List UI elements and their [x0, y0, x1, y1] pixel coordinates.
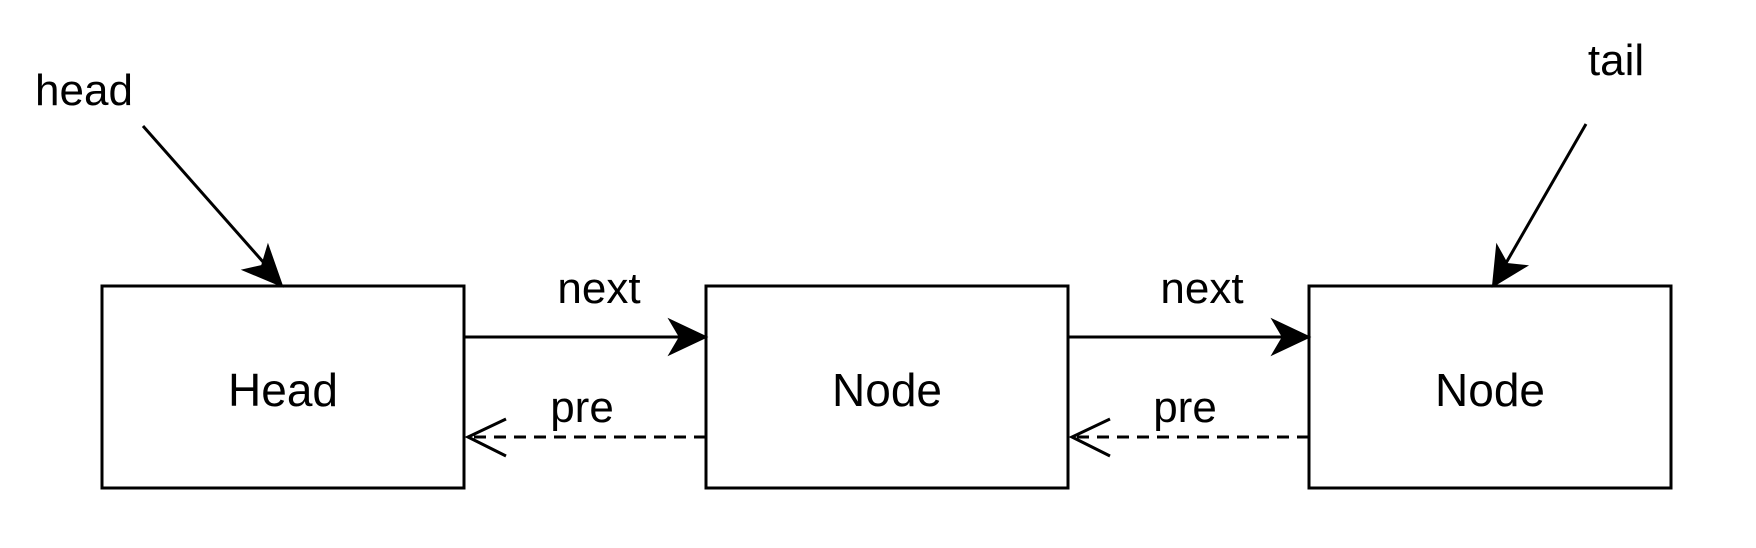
node-head: Head: [100, 284, 466, 490]
node-middle-label: Node: [832, 364, 942, 416]
node-middle: Node: [704, 284, 1070, 490]
pointer-head-arrowhead: [240, 242, 284, 288]
pointer-head-line: [141, 125, 274, 273]
edge-next-1-label: next: [557, 264, 640, 313]
node-head-box: [100, 284, 466, 490]
edge-pre-2: pre: [1068, 383, 1309, 458]
edge-pre-2-arrowhead: [1068, 417, 1111, 458]
node-head-label: Head: [228, 364, 338, 416]
pointer-tail-label: tail: [1588, 36, 1644, 85]
edge-next-1-arrowhead: [667, 317, 709, 357]
edge-next-2-arrowhead: [1270, 317, 1312, 357]
edge-next-2-label: next: [1160, 264, 1243, 313]
edge-pre-2-label: pre: [1153, 383, 1217, 432]
pointer-head: head: [35, 66, 284, 288]
pointer-tail-line: [1500, 123, 1588, 271]
node-middle-box: [704, 284, 1070, 490]
edge-pre-1: pre: [464, 383, 706, 458]
edge-pre-1-label: pre: [550, 383, 614, 432]
node-last-label: Node: [1435, 364, 1545, 416]
pointer-tail: tail: [1491, 36, 1644, 288]
node-last: Node: [1307, 284, 1673, 490]
node-last-box: [1307, 284, 1673, 490]
edge-pre-1-arrowhead: [464, 417, 507, 458]
edge-next-1: next: [464, 264, 709, 357]
pointer-tail-arrowhead: [1491, 242, 1530, 288]
edge-next-2: next: [1068, 264, 1312, 357]
pointer-head-label: head: [35, 66, 133, 115]
